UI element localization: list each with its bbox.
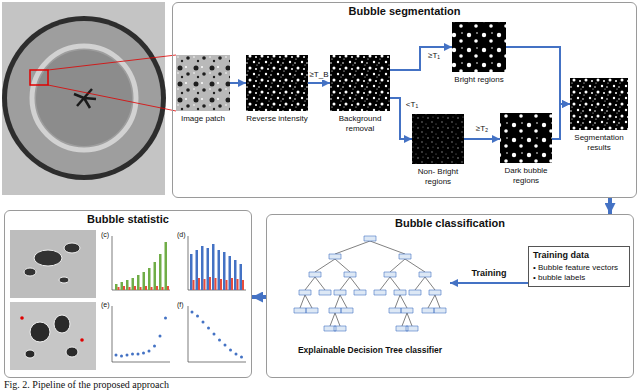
bright-regions-picture <box>452 22 506 72</box>
sem-marker <box>20 316 24 320</box>
chart-bars <box>118 286 170 290</box>
background-removal-picture <box>330 55 390 111</box>
edge-label: ≥T_B <box>308 70 329 80</box>
step-label: Explainable Decision Tree classifier <box>290 345 450 356</box>
sem-bubble <box>64 243 80 253</box>
chart-panel-letter: (e) <box>101 301 110 309</box>
sem-image-bottom <box>10 302 96 370</box>
flow-connector <box>230 82 246 84</box>
tree-nodes <box>294 236 446 331</box>
bullet-item: • bubble labels <box>533 273 625 283</box>
flow-connector <box>390 47 452 70</box>
training-data-box: Training data • Bubble feature vectors• b… <box>528 246 630 287</box>
chart-axes <box>112 236 170 290</box>
dark-bubble-step: Dark bubble regions <box>500 113 552 185</box>
ct-center-cracks <box>74 89 96 108</box>
chart-panel-letter: (d) <box>177 231 186 239</box>
panel-title: Bubble segmentation <box>173 3 636 18</box>
reverse-intensity-step: Reverse intensity <box>246 55 308 124</box>
panel-title: Bubble classification <box>267 215 633 230</box>
step-label: Background removal <box>330 114 390 133</box>
reverse-intensity-picture <box>246 55 308 111</box>
edge-label: ≥T₂ <box>475 124 489 134</box>
segmentation-results-picture <box>570 78 628 130</box>
ct-core <box>36 50 132 146</box>
sem-bubble <box>54 315 70 333</box>
flow-connector <box>506 47 570 104</box>
chart-axes <box>188 306 246 362</box>
segmentation-results-step: Segmentation results <box>570 78 628 152</box>
bullet-item: • Bubble feature vectors <box>533 263 625 273</box>
tree-branches <box>300 241 440 326</box>
ct-body <box>7 21 161 175</box>
chart-dots <box>116 318 166 356</box>
sem-bubble <box>30 322 50 342</box>
chart-dots <box>192 312 242 357</box>
step-label: Dark bubble regions <box>500 166 552 185</box>
sem-bubble <box>25 350 35 358</box>
dark-bubble-picture <box>500 113 552 163</box>
chart-bars <box>193 277 245 290</box>
edge-label: Training <box>470 268 507 279</box>
ct-background <box>2 2 165 195</box>
sem-bubble <box>66 347 78 357</box>
sem-bubble <box>59 277 69 283</box>
sem-bubble <box>24 268 36 276</box>
non-bright-regions-picture <box>412 114 464 164</box>
step-label: Non- Bright regions <box>412 167 464 186</box>
flow-connector <box>608 198 612 214</box>
figure-caption: Fig. 2. Pipeline of the proposed approac… <box>4 379 169 390</box>
image-patch-step: Image patch <box>176 55 230 124</box>
sem-marker <box>80 338 84 342</box>
step-label: Segmentation results <box>570 133 628 152</box>
chart-panel-letter: (c) <box>101 231 109 239</box>
sem-bubble <box>34 250 62 266</box>
image-patch-picture <box>176 55 230 111</box>
chart-panel-letter: (f) <box>177 301 184 309</box>
chart-axes <box>112 306 170 362</box>
step-label: Reverse intensity <box>246 114 308 124</box>
flow-connector <box>552 104 570 139</box>
zoom-leader-lines <box>48 55 176 111</box>
flow-connector <box>450 282 528 284</box>
edge-label: ≥T₁ <box>427 51 441 61</box>
sem-image-top <box>10 230 96 298</box>
classification-panel: Bubble classificationExplainable Decisio… <box>266 214 634 378</box>
box-heading: Training data <box>533 250 625 261</box>
zoom-box <box>30 70 48 85</box>
statistic-panel: Bubble statistic <box>4 210 252 378</box>
flow-connector <box>464 138 500 140</box>
chart-bars <box>115 242 167 290</box>
non-bright-regions-step: Non- Bright regions <box>412 114 464 186</box>
bright-regions-step: Bright regions <box>452 22 506 85</box>
panel-title: Bubble statistic <box>5 211 251 226</box>
background-removal-step: Background removal <box>330 55 390 133</box>
step-label: Bright regions <box>452 75 506 85</box>
step-label: Image patch <box>176 114 230 124</box>
edge-label: <T₁ <box>405 100 419 110</box>
ct-outer-ring <box>2 16 166 180</box>
decision-tree-node: Explainable Decision Tree classifier <box>290 232 450 356</box>
chart-axes <box>188 236 246 290</box>
flow-connector <box>308 82 330 84</box>
flow-connector <box>252 295 266 299</box>
